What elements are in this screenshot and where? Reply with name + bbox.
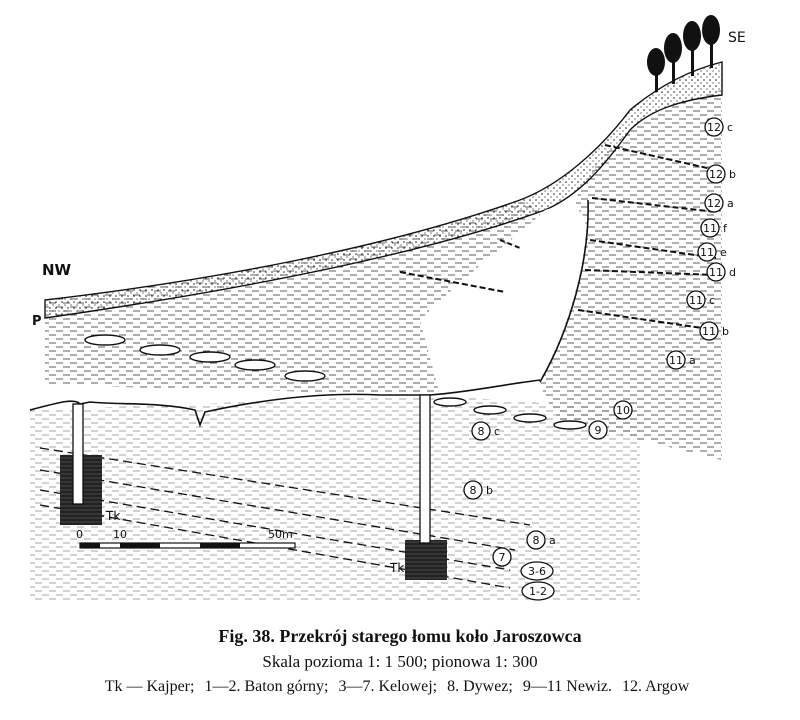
soil-cover [44,61,723,319]
svg-text:8: 8 [470,484,477,497]
layer-label-11c: 11 c [686,290,715,310]
scale-bar: 0 10 50m [76,528,296,549]
layer-label-9: 9 [588,420,608,440]
svg-text:1-2: 1-2 [529,585,547,598]
svg-text:e: e [720,246,727,259]
tree-icons [647,15,720,92]
figure-scale: Skala pozioma 1: 1 500; pionowa 1: 300 [262,652,538,671]
layer-label-12c: 12 c [704,117,733,137]
svg-text:a: a [689,354,696,367]
layer-label-8a: 8 a [526,530,556,550]
quarry-wall-line [539,199,589,383]
svg-text:12: 12 [707,197,721,210]
layer-label-8c: 8 c [471,421,500,441]
quarry-pit [420,206,586,395]
svg-text:8: 8 [478,425,485,438]
layer-label-1-2: 1-2 [521,581,555,601]
layer-label-8b: 8 b [463,480,493,500]
scale-tick-10: 10 [113,528,127,541]
svg-text:b: b [729,168,736,181]
scale-tick-50m: 50m [268,528,293,541]
svg-text:8: 8 [533,534,540,547]
svg-text:c: c [709,294,715,307]
legend-item: 9—11 Newiz. [522,678,613,695]
svg-text:c: c [727,121,733,134]
rock-mass-lower [30,395,640,600]
svg-text:11: 11 [703,222,717,235]
geological-cross-section: 0 10 50m NW SE P Tk Tk 12 c 12 b 12 a 11… [29,15,746,601]
legend-item: 3—7. Kelowej; [338,678,438,695]
svg-text:11: 11 [702,325,716,338]
layer-label-11b: 11 b [699,321,729,341]
layer-label-12b: 12 b [706,164,736,184]
svg-text:12: 12 [707,121,721,134]
figure-legend: Tk — Kajper; 1—2. Baton górny; 3—7. Kelo… [0,678,800,696]
label-tk-left: Tk [105,509,120,523]
svg-text:c: c [494,425,500,438]
svg-text:11: 11 [689,294,703,307]
figure-title: Fig. 38. Przekrój starego łomu koło Jaro… [218,626,582,646]
svg-text:b: b [486,484,493,497]
legend-item: 12. Argow [622,678,690,695]
svg-text:b: b [722,325,729,338]
layer-label-12a: 12 a [704,193,734,213]
layer-label-3-6: 3-6 [520,561,554,581]
label-nw: NW [42,261,72,279]
borehole-right [405,394,447,580]
svg-text:a: a [727,197,734,210]
layer-label-10: 10 [613,400,633,420]
svg-text:11: 11 [700,246,714,259]
svg-text:9: 9 [595,424,602,437]
legend-item: 1—2. Baton górny; [204,678,329,695]
legend-item: Tk — Kajper; [104,678,195,695]
layer-label-7: 7 [492,547,512,567]
layer-label-11a: 11 a [666,350,696,370]
layer-label-11f: 11 f [700,218,728,238]
legend-item: 8. Dywez; [447,678,513,695]
scale-tick-0: 0 [76,528,83,541]
bedding-lines-left [399,239,521,293]
borehole-left [60,403,102,525]
svg-text:3-6: 3-6 [528,565,546,578]
svg-text:11: 11 [669,354,683,367]
label-se: SE [728,30,746,46]
svg-text:7: 7 [499,551,506,564]
svg-text:11: 11 [709,266,723,279]
nodule-lenses-lower [433,397,587,430]
bedding-lines-right [577,144,717,331]
label-tk-right: Tk [389,561,404,575]
layer-label-11e: 11 e [697,242,727,262]
svg-text:d: d [729,266,736,279]
nodule-lenses-upper [84,334,326,382]
svg-text:f: f [723,222,728,235]
label-p: P [32,314,42,329]
svg-text:10: 10 [616,404,630,417]
svg-text:12: 12 [709,168,723,181]
layer-label-11d: 11 d [706,262,736,282]
svg-text:a: a [549,534,556,547]
